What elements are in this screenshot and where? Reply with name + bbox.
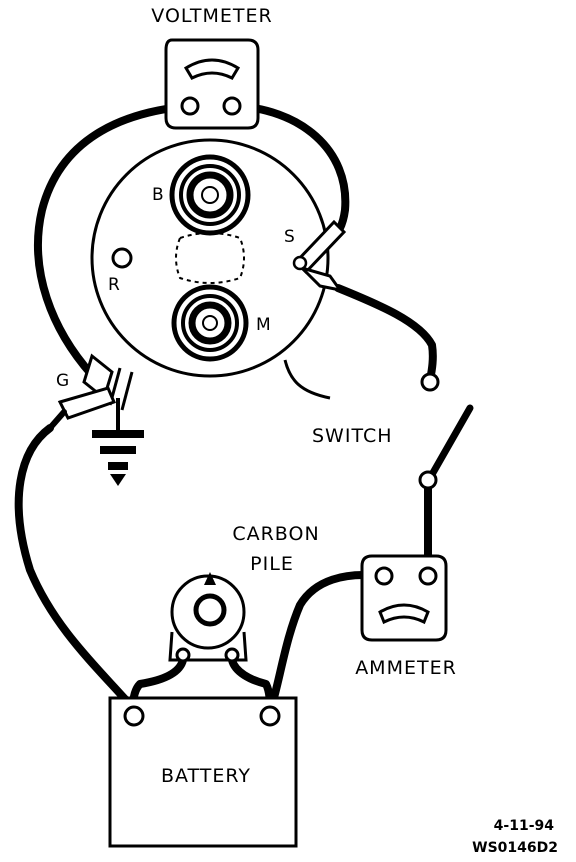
s-terminal-clip xyxy=(292,219,347,293)
ammeter-terminal-left xyxy=(374,566,394,586)
carbon-pile-label-line1: CARBON xyxy=(232,523,319,545)
ground-clip xyxy=(47,353,117,431)
switch-lever xyxy=(426,404,474,482)
carbon-pile-terminal-right xyxy=(224,647,240,663)
figure-code-label: WS0146D2 xyxy=(472,840,558,856)
terminal-b-label: B xyxy=(152,185,164,205)
switch xyxy=(418,372,474,490)
ammeter-label: AMMETER xyxy=(355,657,457,679)
carbon-pile-label-line2: PILE xyxy=(250,553,294,575)
wire-s-to-switch xyxy=(334,284,437,384)
battery-label: BATTERY xyxy=(161,765,251,787)
starter-solenoid xyxy=(90,138,347,411)
voltmeter xyxy=(164,38,260,130)
solenoid-center-recess xyxy=(175,232,245,284)
voltmeter-terminal-left xyxy=(180,96,200,116)
solenoid-body xyxy=(90,138,330,378)
terminal-m-label: M xyxy=(256,315,271,335)
switch-contact-top xyxy=(420,372,440,392)
terminal-r-label: R xyxy=(108,275,120,295)
carbon-pile-hub xyxy=(193,593,227,627)
carbon-pile xyxy=(168,572,248,663)
switch-contact-bottom xyxy=(418,470,438,490)
terminal-s-label: S xyxy=(284,227,295,247)
voltmeter-label: VOLTMETER xyxy=(151,5,272,27)
carbon-pile-base xyxy=(168,631,248,662)
ammeter xyxy=(360,554,448,642)
voltmeter-dial xyxy=(183,58,241,80)
battery xyxy=(108,696,298,848)
battery-terminal-negative xyxy=(123,705,145,727)
switch-label: SWITCH xyxy=(312,425,393,447)
terminal-g-label: G xyxy=(56,371,69,391)
terminal-b-stud xyxy=(169,154,251,236)
wire-battery-to-ammeter xyxy=(266,571,384,716)
carbon-pile-pointer xyxy=(204,572,216,585)
ammeter-terminal-right xyxy=(418,566,438,586)
voltmeter-terminal-right xyxy=(222,96,242,116)
wire-ground-to-battery xyxy=(14,424,137,712)
date-label: 4-11-94 xyxy=(494,818,555,834)
ammeter-dial xyxy=(378,603,430,625)
ground-symbol xyxy=(92,398,144,486)
battery-terminal-positive xyxy=(259,705,281,727)
voltmeter-body xyxy=(164,38,260,130)
terminal-r xyxy=(111,247,133,269)
solenoid-mount-right xyxy=(283,359,331,400)
terminal-m-stud xyxy=(171,284,249,362)
carbon-pile-terminal-left xyxy=(175,647,191,663)
wire-voltmeter-to-ground xyxy=(34,102,194,379)
